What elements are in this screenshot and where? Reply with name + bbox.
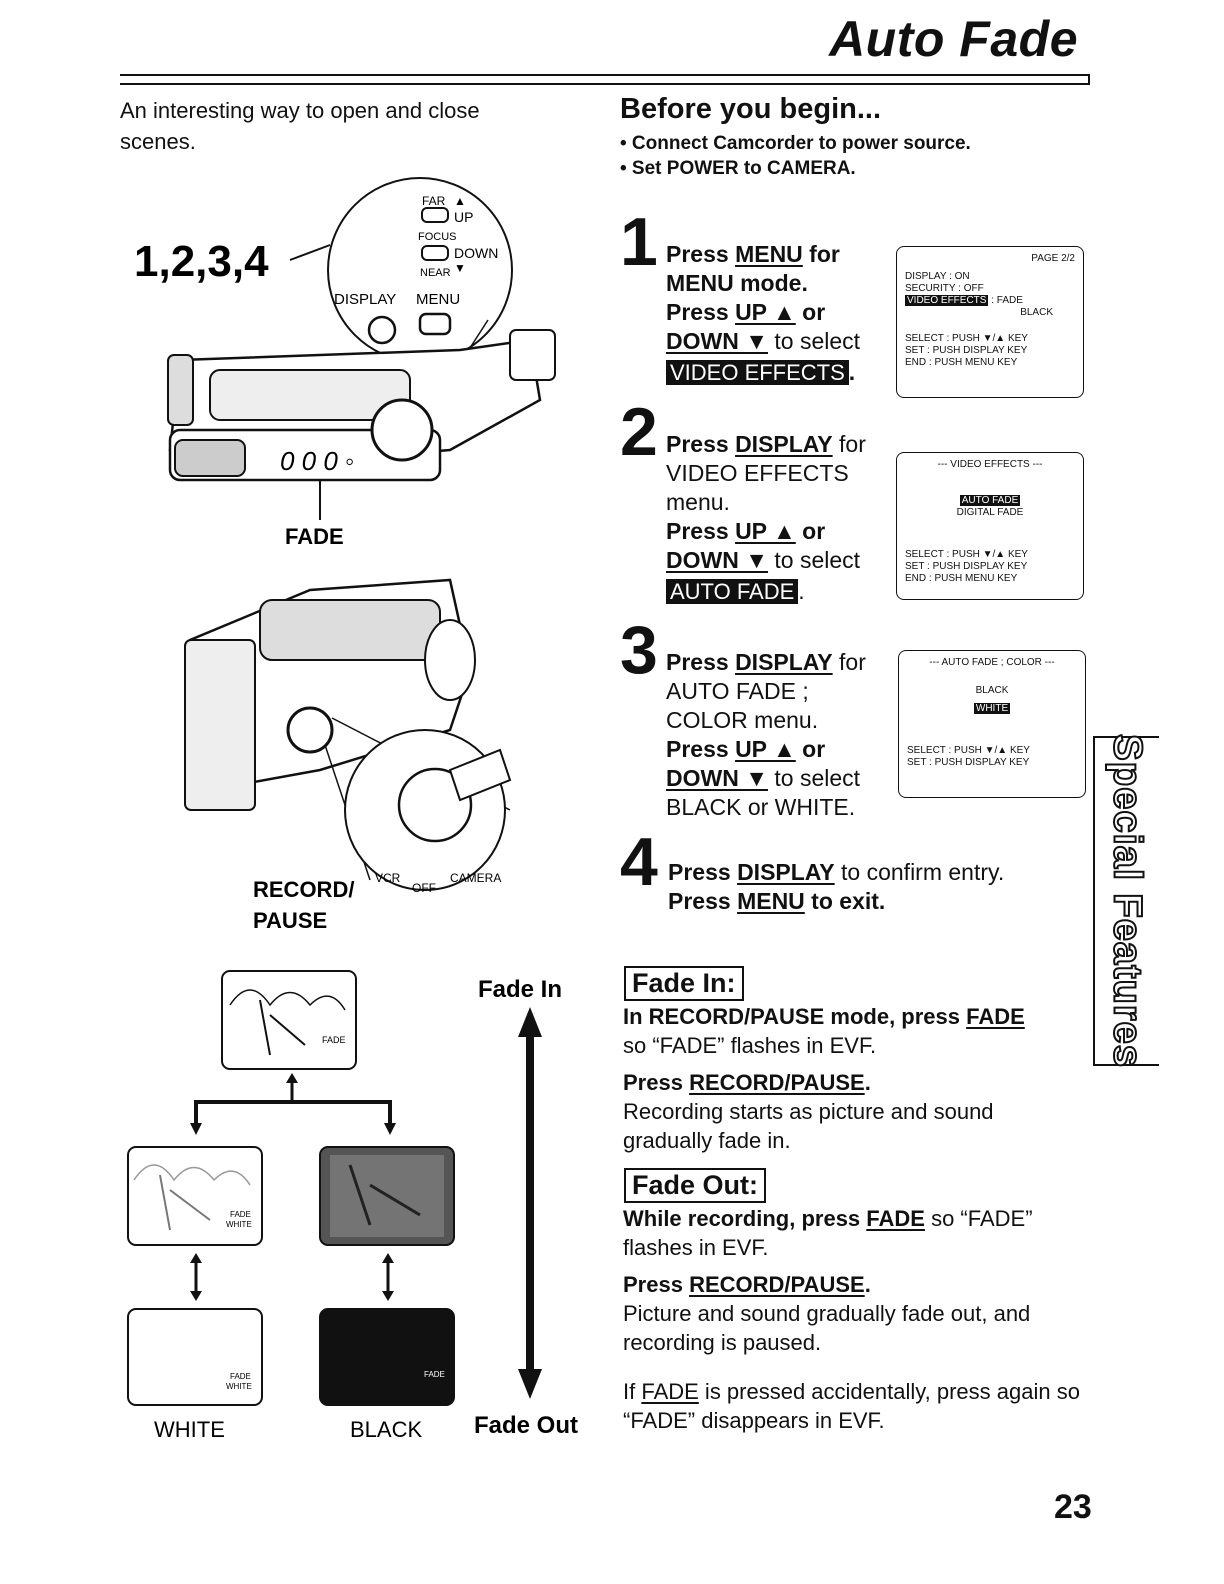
fade-button-zoom	[370, 398, 434, 462]
page-number: 23	[1054, 1488, 1092, 1526]
svg-text:MENU: MENU	[416, 291, 460, 308]
svg-text:▲: ▲	[454, 194, 466, 208]
step-4-text: Press DISPLAY to confirm entry. Press ME…	[668, 859, 1005, 914]
screen-black	[319, 1308, 455, 1406]
fade-in-label: Fade In	[478, 976, 562, 1003]
step-1-text: Press MENU for MENU mode. Press UP ▲ or …	[666, 241, 861, 385]
display-button-icon	[367, 315, 397, 345]
fade-out-body: While recording, press FADE so “FADE” fl…	[623, 1206, 1080, 1433]
fade-out-label: Fade Out	[474, 1412, 578, 1439]
svg-text:WHITE: WHITE	[226, 1220, 252, 1229]
svg-text:DOWN: DOWN	[454, 245, 498, 261]
svg-text:FADE: FADE	[230, 1210, 251, 1219]
side-tab-label: Special Features	[1105, 733, 1151, 1069]
scene-white-fading-screen	[127, 1146, 263, 1246]
svg-text:FADE: FADE	[230, 1372, 251, 1381]
title-rule	[120, 74, 1090, 85]
prereq-item: • Set POWER to CAMERA.	[620, 158, 856, 179]
osd-screen-auto-fade-color: --- AUTO FADE ; COLOR --- BLACK WHITE SE…	[898, 650, 1086, 798]
step-number: 3	[620, 612, 658, 688]
step-number: 2	[620, 394, 658, 470]
osd-screen-menu-page: PAGE 2/2 DISPLAY : ON SECURITY : OFF VID…	[896, 246, 1084, 398]
prereq-list: • Connect Camcorder to power source. • S…	[620, 131, 971, 181]
svg-text:WHITE: WHITE	[226, 1382, 252, 1391]
svg-text:NEAR: NEAR	[420, 267, 451, 279]
prereq-item: • Connect Camcorder to power source.	[620, 133, 971, 154]
screen-white	[127, 1308, 263, 1406]
fade-in-body: In RECORD/PAUSE mode, press FADE so “FAD…	[623, 1004, 1025, 1153]
svg-text:FADE: FADE	[424, 1370, 445, 1379]
svg-text:UP: UP	[454, 209, 473, 225]
svg-text:FADE: FADE	[322, 1035, 346, 1045]
scene-normal-screen	[221, 970, 357, 1070]
fade-label: FADE	[285, 524, 344, 549]
fade-flow-diagram: FADE FADE WHITE FADE WHITE FADE WHITE BL…	[127, 970, 578, 1442]
step-2-text: Press DISPLAY for VIDEO EFFECTS menu. Pr…	[666, 431, 866, 604]
callout-steps: 1,2,3,4	[134, 237, 269, 286]
white-label: WHITE	[154, 1417, 225, 1442]
svg-text:DISPLAY: DISPLAY	[334, 291, 396, 308]
before-heading: Before you begin...	[620, 93, 882, 125]
highlight-video-effects: VIDEO EFFECTS	[666, 360, 849, 385]
step-3-text: Press DISPLAY for AUTO FADE ; COLOR menu…	[666, 649, 866, 820]
svg-text:OFF: OFF	[412, 881, 436, 895]
record-pause-label: RECORD/ PAUSE	[253, 877, 361, 933]
svg-text:VCR: VCR	[375, 871, 401, 885]
highlight-auto-fade: AUTO FADE	[666, 579, 799, 604]
svg-text:▼: ▼	[454, 261, 466, 275]
step-number: 1	[620, 204, 658, 280]
svg-text:0 0 0 ◦: 0 0 0 ◦	[280, 446, 354, 476]
svg-text:CAMERA: CAMERA	[450, 871, 501, 885]
black-label: BLACK	[350, 1417, 422, 1442]
page-title: Auto Fade	[829, 11, 1078, 67]
menu-button-icon	[418, 312, 452, 336]
step-number: 4	[620, 824, 658, 900]
fade-in-heading: Fade In:	[624, 966, 744, 1001]
section-side-tab: Special Features	[1093, 733, 1159, 1069]
svg-text:FAR: FAR	[422, 194, 446, 208]
osd-screen-video-effects: --- VIDEO EFFECTS --- AUTO FADE DIGITAL …	[896, 452, 1084, 600]
svg-text:FOCUS: FOCUS	[418, 231, 457, 243]
camcorder-illustration: 1,2,3,4 FAR ▲ UP FOCUS DOWN NEAR ▼ DISPL…	[134, 177, 556, 933]
fade-out-heading: Fade Out:	[624, 1168, 766, 1203]
power-dial-icon	[286, 706, 334, 754]
intro-text: An interesting way to open and close sce…	[120, 98, 480, 154]
